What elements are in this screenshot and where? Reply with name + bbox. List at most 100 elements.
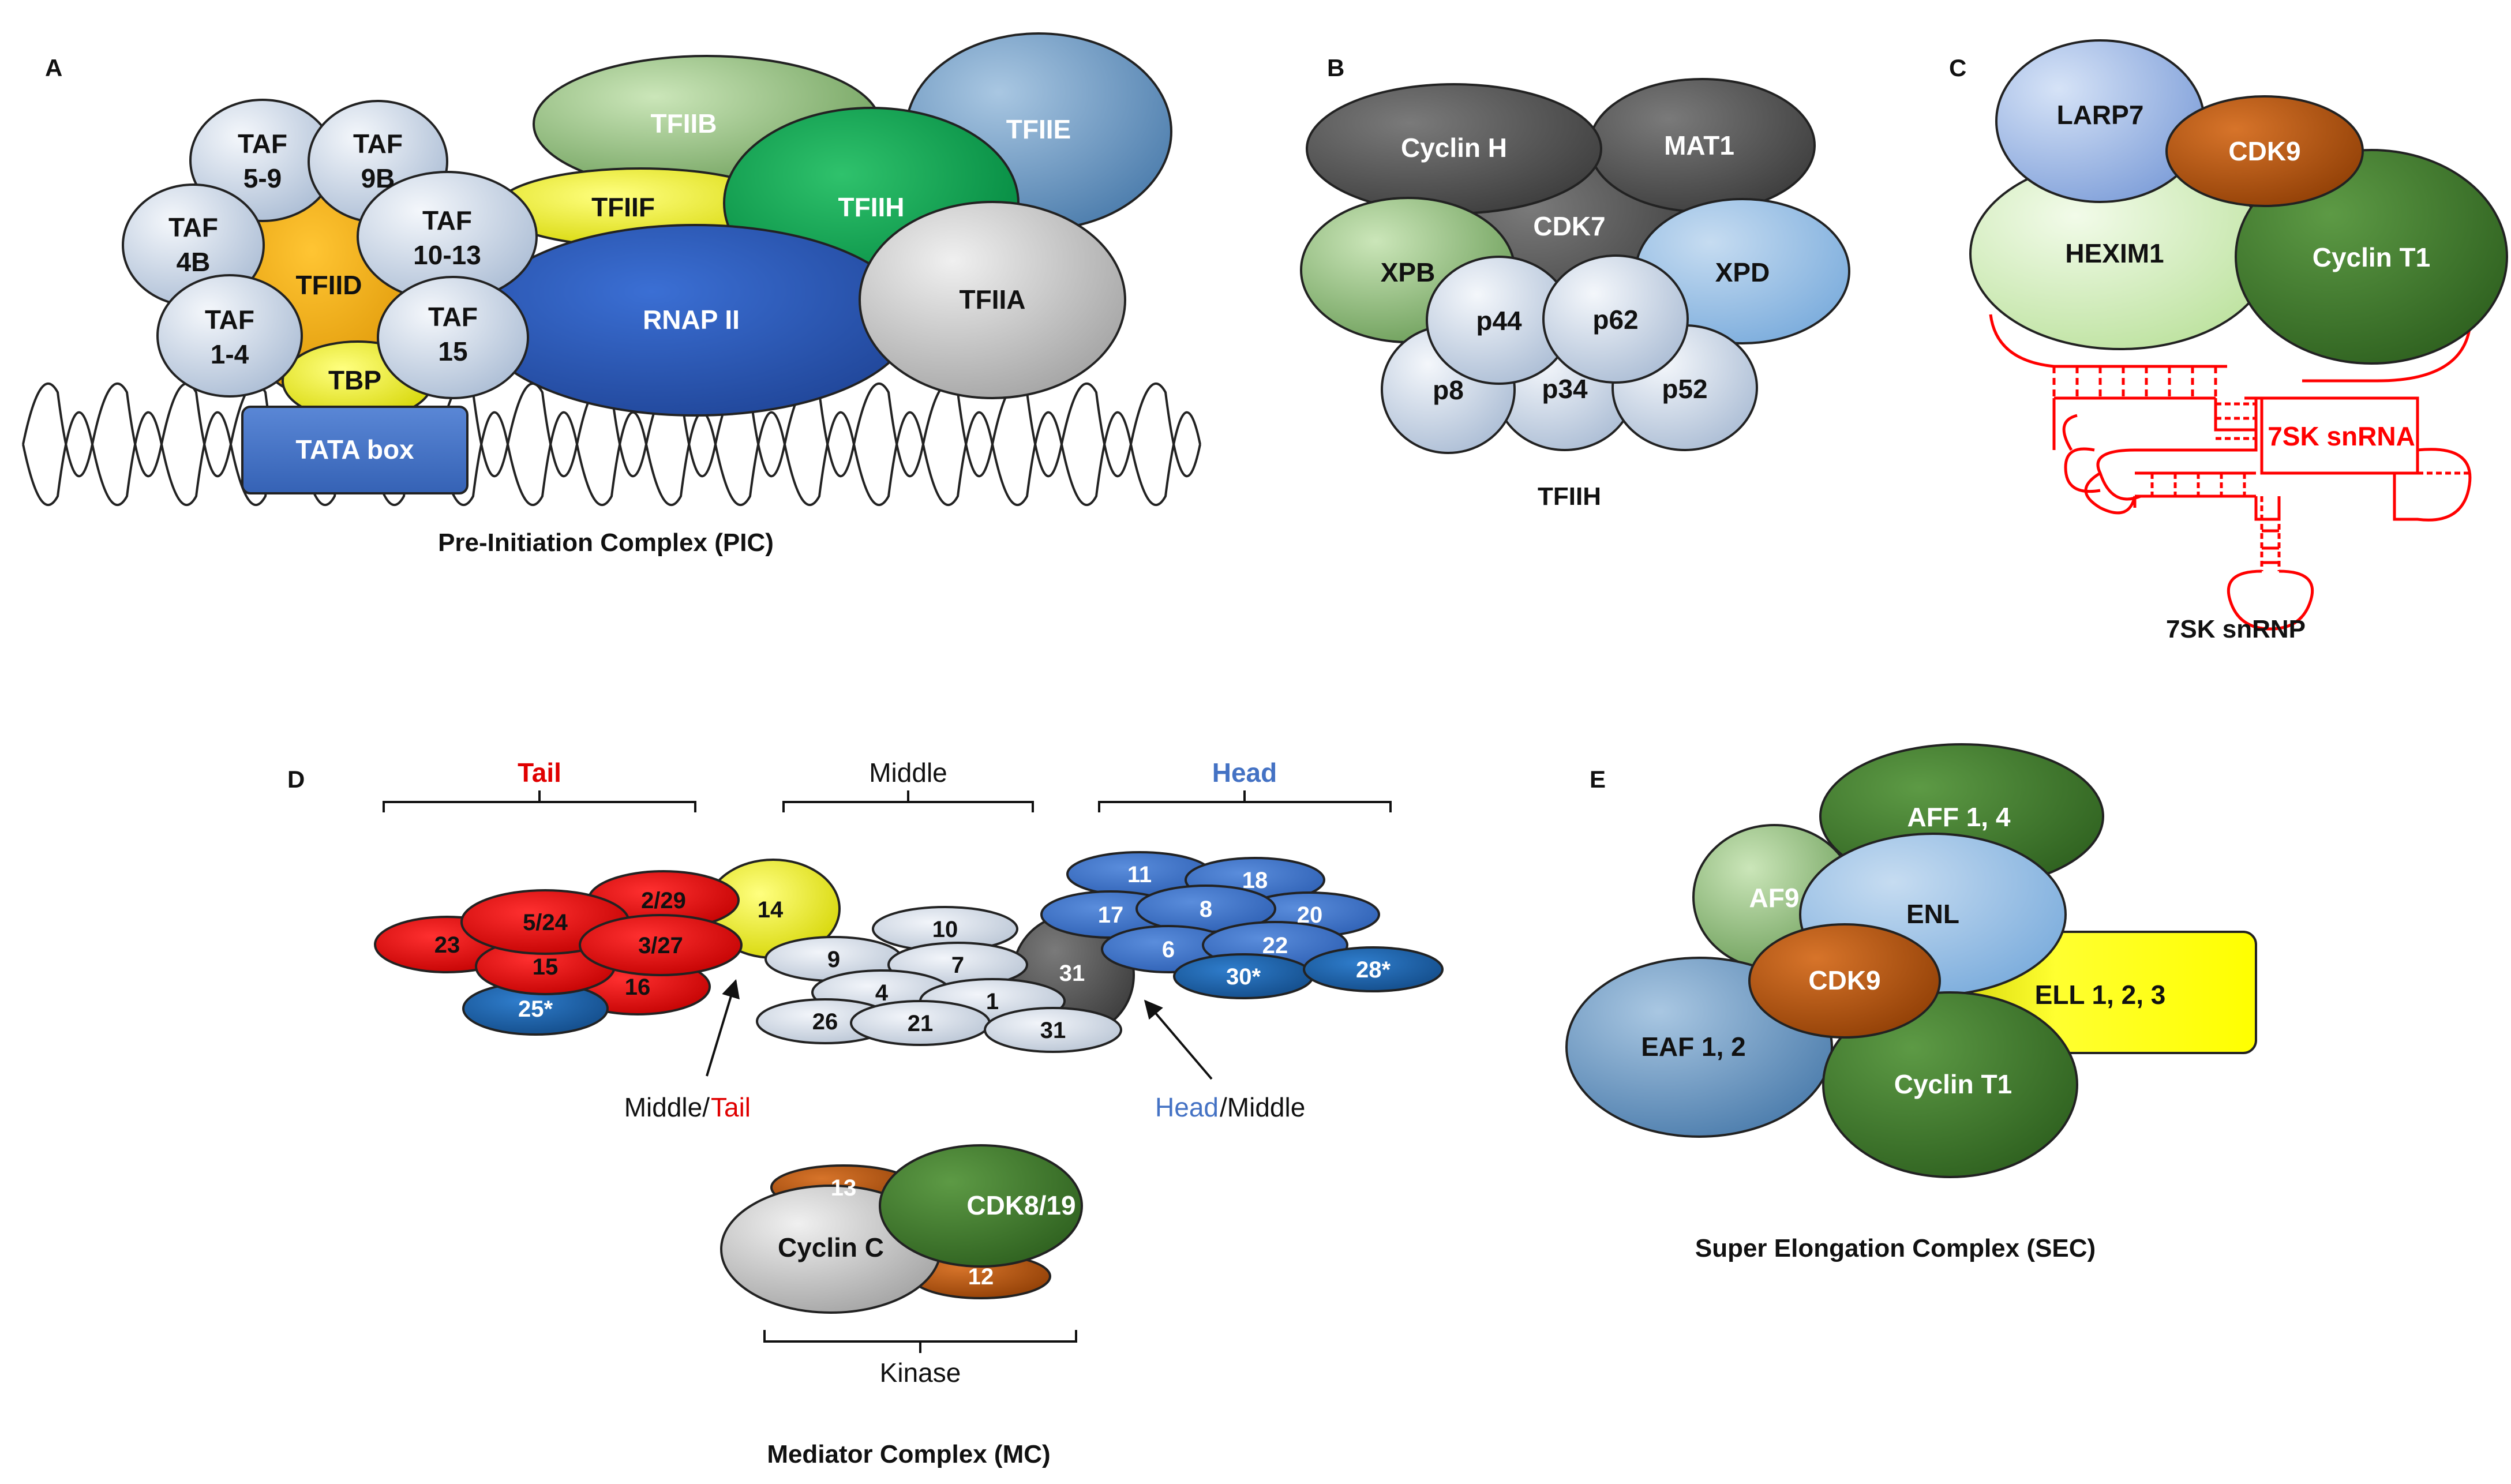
- xpd-label: XPD: [1715, 257, 1770, 287]
- middle-bracket: [782, 790, 1034, 812]
- med23-label: 23: [434, 932, 460, 958]
- tail-section-label: Tail: [518, 758, 561, 788]
- med2-29-label: 2/29: [641, 888, 686, 913]
- med13-label: 13: [831, 1175, 857, 1201]
- panel-e-letter: E: [1590, 766, 1606, 793]
- panel-a: A TAF 5-9 TAF 9B TAF 4B TAF 10-13 TAF 1-…: [22, 32, 1201, 557]
- panel-b: B Cyclin H MAT1 CDK7 XPB XPD p44 p62 p8 …: [1300, 54, 1850, 511]
- panel-b-letter: B: [1327, 54, 1344, 81]
- med14-label: 14: [758, 897, 784, 923]
- med21-label: 21: [908, 1011, 934, 1036]
- med31-light-label: 31: [1040, 1018, 1066, 1043]
- p62-label: p62: [1592, 305, 1638, 335]
- taf-1-4-label-1: TAF: [205, 305, 254, 335]
- larp7-label: LARP7: [2057, 100, 2144, 130]
- p8-label: p8: [1433, 375, 1464, 405]
- cyclin-t1-oval-c: [2235, 149, 2508, 365]
- panel-c-caption: 7SK snRNP: [2166, 615, 2306, 643]
- med4-label: 4: [875, 980, 889, 1006]
- tfiie-label: TFIIE: [1006, 114, 1071, 144]
- xpb-label: XPB: [1381, 257, 1436, 287]
- middle-tail-label-middle: Middle/: [624, 1092, 710, 1122]
- panel-e: E AFF 1, 4 AF9 ENL CDK9 ELL 1, 2, 3 EAF …: [1565, 743, 2257, 1262]
- tata-box-label: TATA box: [295, 434, 414, 464]
- med8-label: 8: [1200, 897, 1212, 922]
- middle-tail-arrow: [706, 979, 740, 1077]
- med6-label: 6: [1162, 937, 1175, 962]
- cyclin-h-label: Cyclin H: [1401, 133, 1507, 163]
- taf-9b-label-2: 9B: [361, 163, 395, 193]
- med28-oval: [1303, 946, 1444, 992]
- p52-label: p52: [1662, 374, 1707, 404]
- eaf-1-2-label: EAF 1, 2: [1641, 1032, 1746, 1062]
- p44-label: p44: [1476, 306, 1522, 336]
- kinase-bracket: [763, 1330, 1077, 1353]
- taf-5-9-label-1: TAF: [238, 129, 287, 159]
- enl-label: ENL: [1906, 899, 1959, 929]
- cdk9-label-e: CDK9: [1808, 965, 1880, 995]
- med5-24-label: 5/24: [523, 910, 568, 935]
- med15-label: 15: [533, 954, 559, 980]
- cdk9-oval-e: [1748, 923, 1941, 1039]
- med11-label: 11: [1127, 862, 1152, 887]
- tfiib-label: TFIIB: [651, 108, 717, 138]
- tfiia-label: TFIIA: [960, 284, 1026, 314]
- med31-light-oval: [984, 1007, 1122, 1053]
- dna-strand-2: [22, 411, 1201, 507]
- panel-c-letter: C: [1949, 54, 1966, 81]
- taf-10-13-label-1: TAF: [422, 205, 472, 235]
- 7sk-snrna-label: 7SK snRNA: [2268, 421, 2415, 451]
- middle-section-label: Middle: [869, 758, 947, 788]
- head-middle-label-head: Head: [1155, 1092, 1219, 1122]
- tfiif-label: TFIIF: [591, 192, 655, 222]
- med18-label: 18: [1242, 868, 1268, 893]
- kinase-section-label: Kinase: [880, 1358, 961, 1388]
- panel-a-caption: Pre-Initiation Complex (PIC): [438, 529, 774, 557]
- cdk8-19-label: CDK8/19: [966, 1190, 1075, 1220]
- tfiia-oval: [859, 201, 1126, 399]
- med30-label: 30*: [1226, 964, 1261, 990]
- med10-label: 10: [932, 917, 958, 942]
- med17-label: 17: [1098, 902, 1124, 928]
- head-section-label: Head: [1212, 758, 1277, 788]
- taf-15-label-2: 15: [438, 336, 467, 366]
- tfiid-label: TFIID: [296, 270, 362, 300]
- taf-4b-label-2: 4B: [177, 247, 211, 277]
- panel-c: C: [1949, 39, 2508, 643]
- med31-dark-label: 31: [1059, 961, 1085, 986]
- mat1-label: MAT1: [1664, 130, 1734, 160]
- hexim1-label: HEXIM1: [2065, 238, 2164, 268]
- tbp-label: TBP: [328, 365, 381, 395]
- cdk9-label-c: CDK9: [2228, 136, 2300, 166]
- panel-d: D Tail Middle Head: [287, 758, 1444, 1468]
- panel-d-letter: D: [287, 766, 305, 793]
- med9-label: 9: [827, 947, 840, 972]
- med7-label: 7: [951, 953, 964, 978]
- tail-bracket: [383, 790, 696, 812]
- med25-label: 25*: [518, 996, 553, 1022]
- panel-b-caption: TFIIH: [1538, 482, 1601, 511]
- med26-label: 26: [812, 1009, 838, 1035]
- aff-1-4-label: AFF 1, 4: [1907, 802, 2011, 832]
- med28-label: 28*: [1356, 957, 1391, 983]
- panel-d-caption: Mediator Complex (MC): [767, 1440, 1050, 1468]
- head-bracket: [1098, 790, 1392, 812]
- cyclin-t1-label-c: Cyclin T1: [2313, 242, 2431, 272]
- cdk8-19-oval: [879, 1144, 1083, 1268]
- panel-a-letter: A: [45, 54, 62, 81]
- taf-10-13-label-2: 10-13: [413, 240, 481, 270]
- med1-label: 1: [986, 989, 999, 1014]
- tfiih-label: TFIIH: [838, 192, 905, 222]
- panel-e-caption: Super Elongation Complex (SEC): [1695, 1234, 2096, 1262]
- middle-tail-label-tail: Tail: [711, 1092, 751, 1122]
- med3-27-label: 3/27: [638, 933, 683, 958]
- taf-15-oval: [377, 276, 529, 399]
- taf-5-9-label-2: 5-9: [243, 163, 282, 193]
- cdk9-oval-c: [2165, 95, 2364, 207]
- cyclin-t1-oval-e: [1822, 991, 2078, 1178]
- head-middle-arrow: [1144, 999, 1213, 1080]
- ell-1-2-3-label: ELL 1, 2, 3: [2035, 980, 2166, 1010]
- p62-oval: [1542, 254, 1689, 384]
- af9-label: AF9: [1749, 883, 1800, 913]
